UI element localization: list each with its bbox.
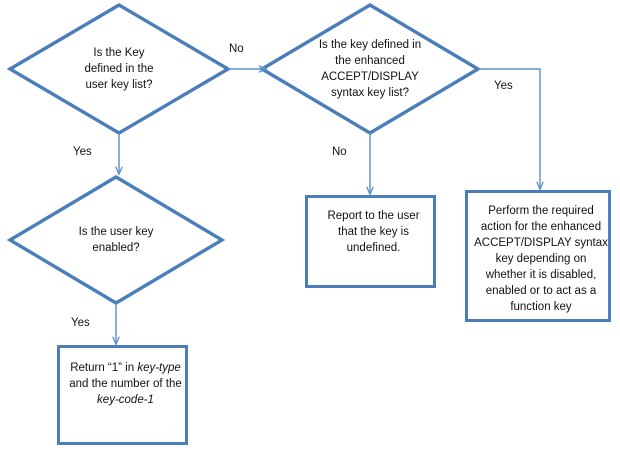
process-perform-line-1: Perform the required <box>488 205 594 217</box>
process-return-key-type: Return “1” in key-type and the number of… <box>57 345 188 445</box>
process-report-undefined-label: Report to the user that the key is undef… <box>308 207 439 257</box>
connector-yes-to-perform-action <box>478 68 540 189</box>
process-perform-enhanced-action-label: Perform the required action for the enha… <box>468 200 614 318</box>
process-return-key-type-text: Return “1” in key-type and the number of… <box>69 362 182 406</box>
decision-user-key-enabled-shape <box>6 175 226 305</box>
process-perform-line-4: key depending on <box>495 253 587 265</box>
process-perform-line-3: ACCEPT/DISPLAY syntax <box>474 237 608 249</box>
edge-label-no-enhanced-check: No <box>229 43 244 55</box>
edge-label-yes-return-key-type: Yes <box>71 317 90 329</box>
decision-enhanced-syntax-key-list-shape <box>258 3 482 135</box>
process-report-undefined: Report to the user that the key is undef… <box>305 195 436 288</box>
edge-label-yes-enabled-check: Yes <box>73 146 92 158</box>
decision-user-key-list-shape <box>6 3 232 135</box>
process-perform-line-6: enabled or to act as a <box>485 285 597 297</box>
edge-label-yes-perform-action: Yes <box>494 80 513 92</box>
process-report-line-1: Report to the user <box>327 210 420 222</box>
process-perform-line-2: action for the enhanced <box>480 221 602 233</box>
process-perform-line-7: function key <box>510 301 572 313</box>
process-report-line-3: undefined. <box>346 242 401 254</box>
process-return-key-type-label: Return “1” in key-type and the number of… <box>66 357 185 411</box>
process-report-line-2: that the key is <box>338 226 409 238</box>
process-perform-line-5: whether it is disabled, <box>485 269 597 281</box>
process-perform-enhanced-action: Perform the required action for the enha… <box>465 190 611 322</box>
edge-label-no-report-undefined: No <box>332 146 347 158</box>
